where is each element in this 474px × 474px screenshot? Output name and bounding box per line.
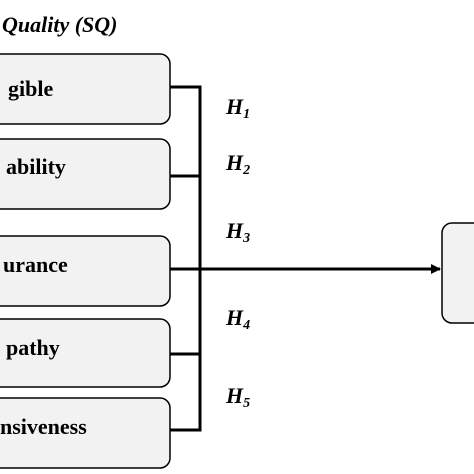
hypothesis-index-4: 4 xyxy=(242,318,250,333)
hypothesis-index-3: 3 xyxy=(242,231,250,246)
dimension-box-5-rect xyxy=(0,397,171,469)
hypothesis-letter-2: H xyxy=(225,150,244,175)
hypothesis-label-4: H4 xyxy=(225,305,250,333)
dimension-label-5: nsiveness xyxy=(0,414,87,439)
hypothesis-index-1: 1 xyxy=(243,107,250,122)
hypothesis-index-2: 2 xyxy=(242,163,250,178)
hypothesis-letter-5: H xyxy=(225,383,244,408)
dimension-box-4: pathy xyxy=(0,318,171,388)
dimension-box-5: nsiveness xyxy=(0,397,171,469)
dimension-label-4: pathy xyxy=(6,335,60,360)
dimension-box-3: urance xyxy=(0,235,171,307)
diagram-heading: Quality (SQ) xyxy=(2,12,118,37)
hypothesis-letter-1: H xyxy=(225,94,244,119)
hypothesis-label-5: H5 xyxy=(225,383,250,411)
dimension-label-2: ability xyxy=(6,154,66,179)
hypothesis-label-1: H1 xyxy=(225,94,250,122)
hypothesis-index-5: 5 xyxy=(243,396,250,411)
dimension-box-1: gible xyxy=(0,53,171,125)
hypothesis-letter-4: H xyxy=(225,305,244,330)
dimension-box-3-rect xyxy=(0,235,171,307)
dimension-label-1: gible xyxy=(8,76,53,101)
outcome-box xyxy=(441,222,474,324)
dimension-label-3: urance xyxy=(3,252,68,277)
hypothesis-label-2: H2 xyxy=(225,150,250,178)
dimension-box-2: ability xyxy=(0,138,171,210)
dimension-box-2-rect xyxy=(0,138,171,210)
hypothesis-label-3: H3 xyxy=(225,218,250,246)
dimension-box-1-rect xyxy=(0,53,171,125)
hypothesis-letter-3: H xyxy=(225,218,244,243)
